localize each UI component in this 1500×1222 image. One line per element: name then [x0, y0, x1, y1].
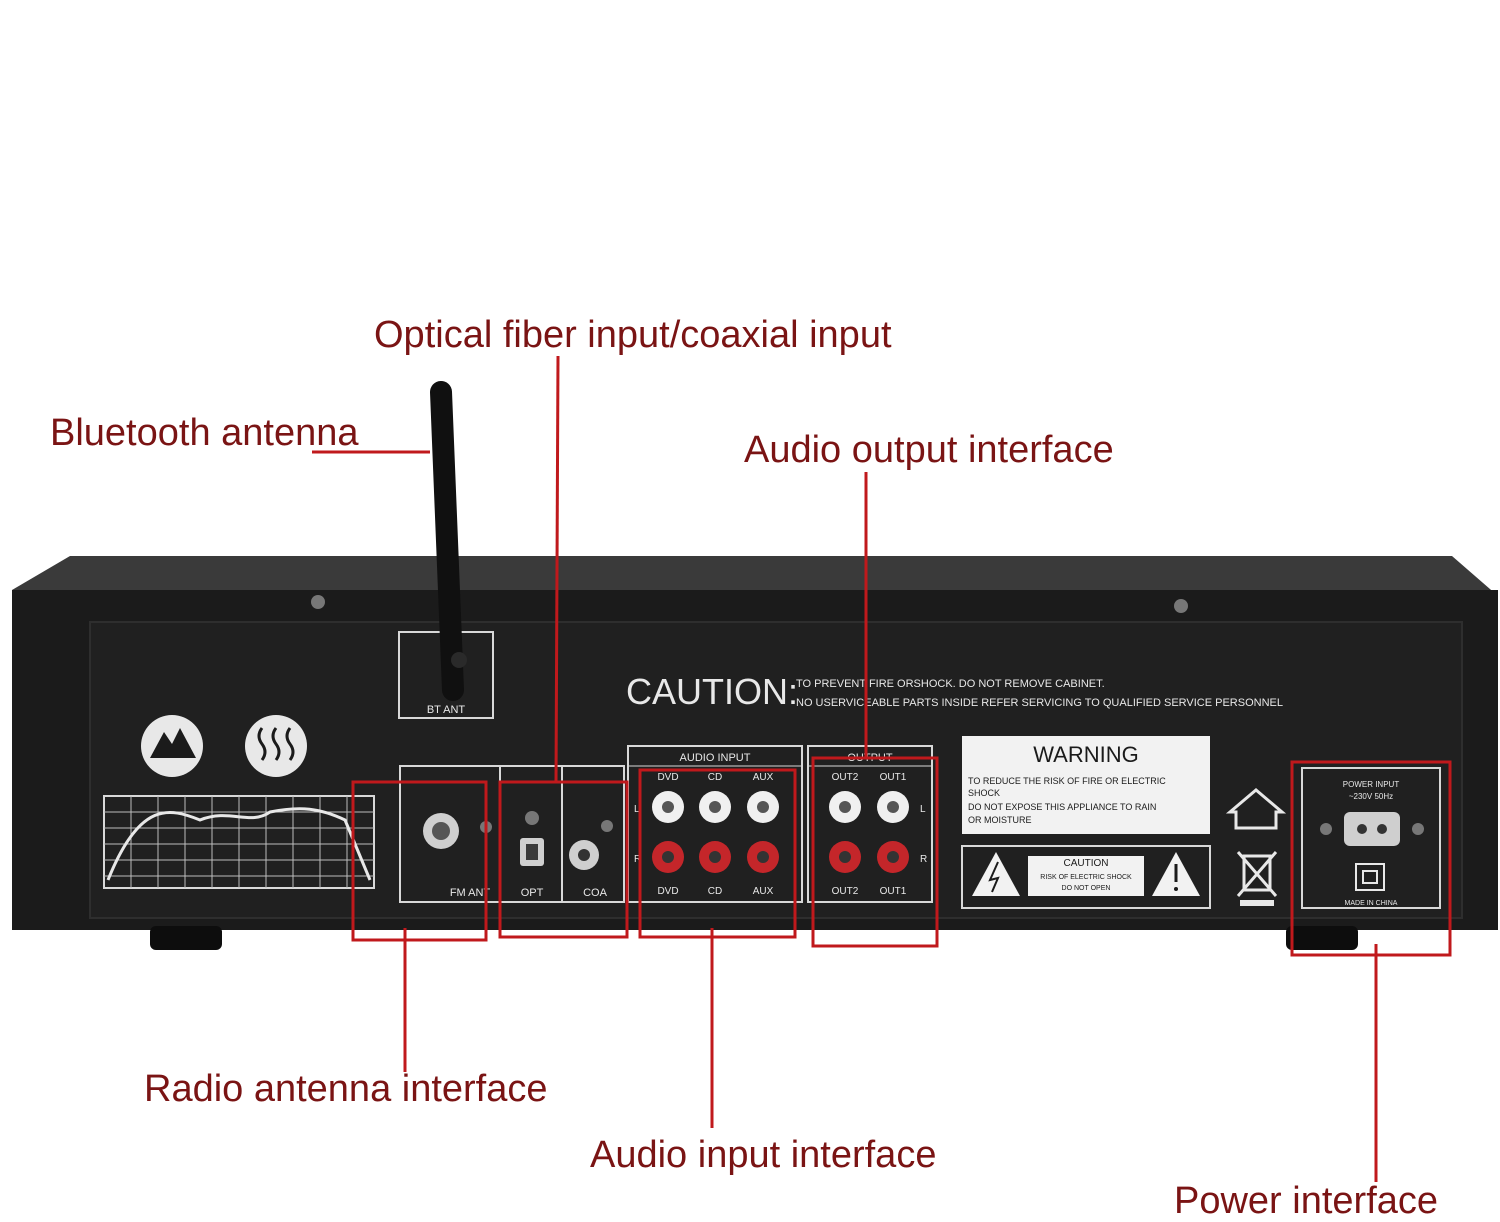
jack-label-out2-bottom: OUT2 — [832, 886, 859, 897]
warning-title: WARNING — [1033, 742, 1139, 767]
lightning-warning-icon — [972, 852, 1020, 896]
fm-ant-label: FM ANT — [450, 887, 491, 899]
weee-bar — [1240, 900, 1274, 906]
mountain-shape — [150, 728, 196, 758]
jack-label-cd-bottom: CD — [708, 886, 722, 897]
warning-line-1: TO REDUCE THE RISK OF FIRE OR ELECTRIC — [968, 776, 1166, 786]
screw-icon — [311, 595, 325, 609]
bluetooth-antenna: BT ANT — [398, 381, 494, 719]
highlight-power — [1290, 760, 1452, 957]
caution-notice: CAUTION: TO PREVENT FIRE ORSHOCK. DO NOT… — [626, 671, 1283, 712]
left-foot — [150, 926, 222, 950]
opt-label: OPT — [521, 887, 544, 899]
callout-optical-coaxial: Optical fiber input/coaxial input — [374, 314, 892, 356]
jack-label-cd-top: CD — [708, 772, 722, 783]
warning-line-2: SHOCK — [968, 788, 1000, 798]
leader-lines — [312, 355, 1378, 1182]
power-screw-left — [1320, 823, 1332, 835]
power-screw-right — [1412, 823, 1424, 835]
audio-input-block: AUDIO INPUT DVD CD AUX DVD CD AUX L R — [627, 745, 803, 903]
jack-label-out1-top: OUT1 — [880, 772, 907, 783]
opt-screw — [525, 811, 539, 825]
warning-label: WARNING TO REDUCE THE RISK OF FIRE OR EL… — [962, 736, 1210, 834]
jack-label-dvd-bottom: DVD — [657, 886, 678, 897]
highlight-radio-antenna — [351, 780, 488, 942]
caution-small-line-1: RISK OF ELECTRIC SHOCK — [1040, 874, 1132, 881]
made-in-label: MADE IN CHINA — [1345, 900, 1398, 907]
eq-curve — [106, 807, 372, 881]
warning-line-3: DO NOT EXPOSE THIS APPLIANCE TO RAIN — [968, 802, 1156, 812]
screw-icon — [1174, 599, 1188, 613]
caution-title: CAUTION: — [626, 671, 798, 712]
coa-screw — [601, 820, 613, 832]
highlight-audio-input — [638, 768, 797, 939]
jack-label-out1-bottom: OUT1 — [880, 886, 907, 897]
jack-label-aux-bottom: AUX — [753, 886, 774, 897]
side-label-l-in: L — [634, 804, 640, 815]
weee-bin-icon — [1236, 851, 1278, 897]
jack-label-out2-top: OUT2 — [832, 772, 859, 783]
house-icon — [1225, 788, 1287, 830]
leader-optical-coaxial — [554, 355, 560, 783]
caution-small-title: CAUTION — [1064, 858, 1109, 869]
bt-ant-joint — [451, 652, 467, 668]
opt-coa-block: OPT COA — [499, 765, 625, 903]
jack-label-dvd-top: DVD — [657, 772, 678, 783]
chassis-top — [12, 556, 1498, 596]
coa-label: COA — [583, 887, 608, 899]
compliance-icons — [1225, 788, 1287, 906]
power-block: POWER INPUT ~230V 50Hz MADE IN CHINA — [1301, 767, 1441, 909]
side-label-r-in: R — [634, 854, 641, 865]
highlight-boxes — [351, 756, 1452, 957]
power-voltage-label: ~230V 50Hz — [1349, 792, 1393, 801]
bt-ant-rod — [430, 381, 464, 701]
caution-small-line-2: DO NOT OPEN — [1062, 885, 1111, 892]
heat-waves — [257, 727, 295, 761]
brand-logos — [141, 715, 307, 777]
callout-audio-input: Audio input interface — [590, 1134, 937, 1176]
highlight-optical-coaxial — [498, 780, 629, 939]
callout-audio-output: Audio output interface — [744, 429, 1114, 471]
callout-bluetooth-antenna: Bluetooth antenna — [50, 412, 359, 454]
eq-graph — [103, 795, 375, 889]
bt-ant-label: BT ANT — [427, 704, 466, 716]
jack-label-aux-top: AUX — [753, 772, 774, 783]
right-foot — [1286, 926, 1358, 950]
warning-line-4: OR MOISTURE — [968, 815, 1032, 825]
caution-line-2: NO USERVICEABLE PARTS INSIDE REFER SERVI… — [796, 697, 1283, 709]
power-input-label: POWER INPUT — [1343, 780, 1400, 789]
callout-power: Power interface — [1174, 1180, 1439, 1222]
shock-caution-label: CAUTION RISK OF ELECTRIC SHOCK DO NOT OP… — [961, 845, 1211, 909]
double-insulation-icon — [1355, 863, 1385, 891]
callout-radio-antenna: Radio antenna interface — [144, 1068, 548, 1110]
highlight-audio-output — [811, 756, 939, 948]
audio-input-label: AUDIO INPUT — [680, 752, 751, 764]
side-label-r-out: R — [920, 854, 927, 865]
caution-line-1: TO PREVENT FIRE ORSHOCK. DO NOT REMOVE C… — [796, 678, 1105, 690]
side-label-l-out: L — [920, 804, 926, 815]
power-socket-icon — [1344, 812, 1400, 846]
